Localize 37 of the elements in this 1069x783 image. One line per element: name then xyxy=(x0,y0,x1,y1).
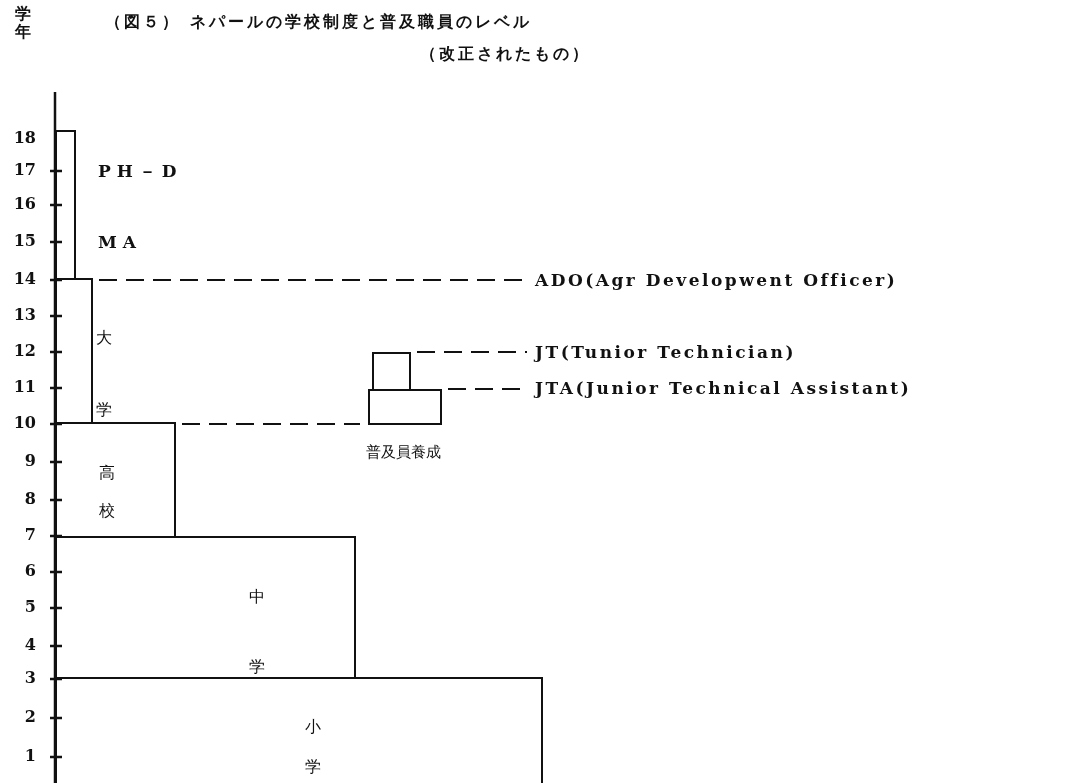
level-box xyxy=(55,278,93,424)
school-level-label: 高校 xyxy=(99,462,115,522)
school-level-box xyxy=(55,422,176,538)
tick-label: 6 xyxy=(23,561,36,580)
degree-label: MA xyxy=(98,232,142,252)
school-level-box xyxy=(55,677,543,783)
dashed-leader-line xyxy=(416,351,528,353)
subtitle: （改正されたもの） xyxy=(420,44,591,65)
school-level-label: 小学 xyxy=(305,716,321,778)
level-box xyxy=(372,352,411,391)
school-level-label: 大学 xyxy=(96,327,112,421)
tick-label: 3 xyxy=(23,668,36,687)
tick-label: 9 xyxy=(23,451,36,470)
level-box xyxy=(368,389,442,425)
tick-label: 17 xyxy=(12,160,36,179)
axis-title: 学年 xyxy=(15,5,31,41)
diagram-title: （図５） ネパールの学校制度と普及職員のレベル xyxy=(105,12,532,33)
tick-label: 16 xyxy=(12,194,36,213)
degree-label: PH－D xyxy=(98,160,183,183)
tick-label: 14 xyxy=(12,269,36,288)
school-level-label: 中学 xyxy=(249,586,265,678)
dashed-leader-line xyxy=(181,423,361,425)
tick-label: 1 xyxy=(23,746,36,765)
tick-label: 15 xyxy=(12,231,36,250)
school-level-box xyxy=(55,536,356,679)
tick-label: 10 xyxy=(12,413,36,432)
training-label: 普及員養成 xyxy=(366,443,441,462)
tick-label: 4 xyxy=(23,635,36,654)
tick-label: 18 xyxy=(12,128,36,147)
tick-label: 13 xyxy=(12,305,36,324)
tick-label: 7 xyxy=(23,525,36,544)
level-box xyxy=(55,130,76,280)
tick-label: 11 xyxy=(12,377,36,396)
tick-label: 2 xyxy=(23,707,36,726)
tick-label: 12 xyxy=(12,341,36,360)
tick-label: 5 xyxy=(23,597,36,616)
tick-label: 8 xyxy=(23,489,36,508)
